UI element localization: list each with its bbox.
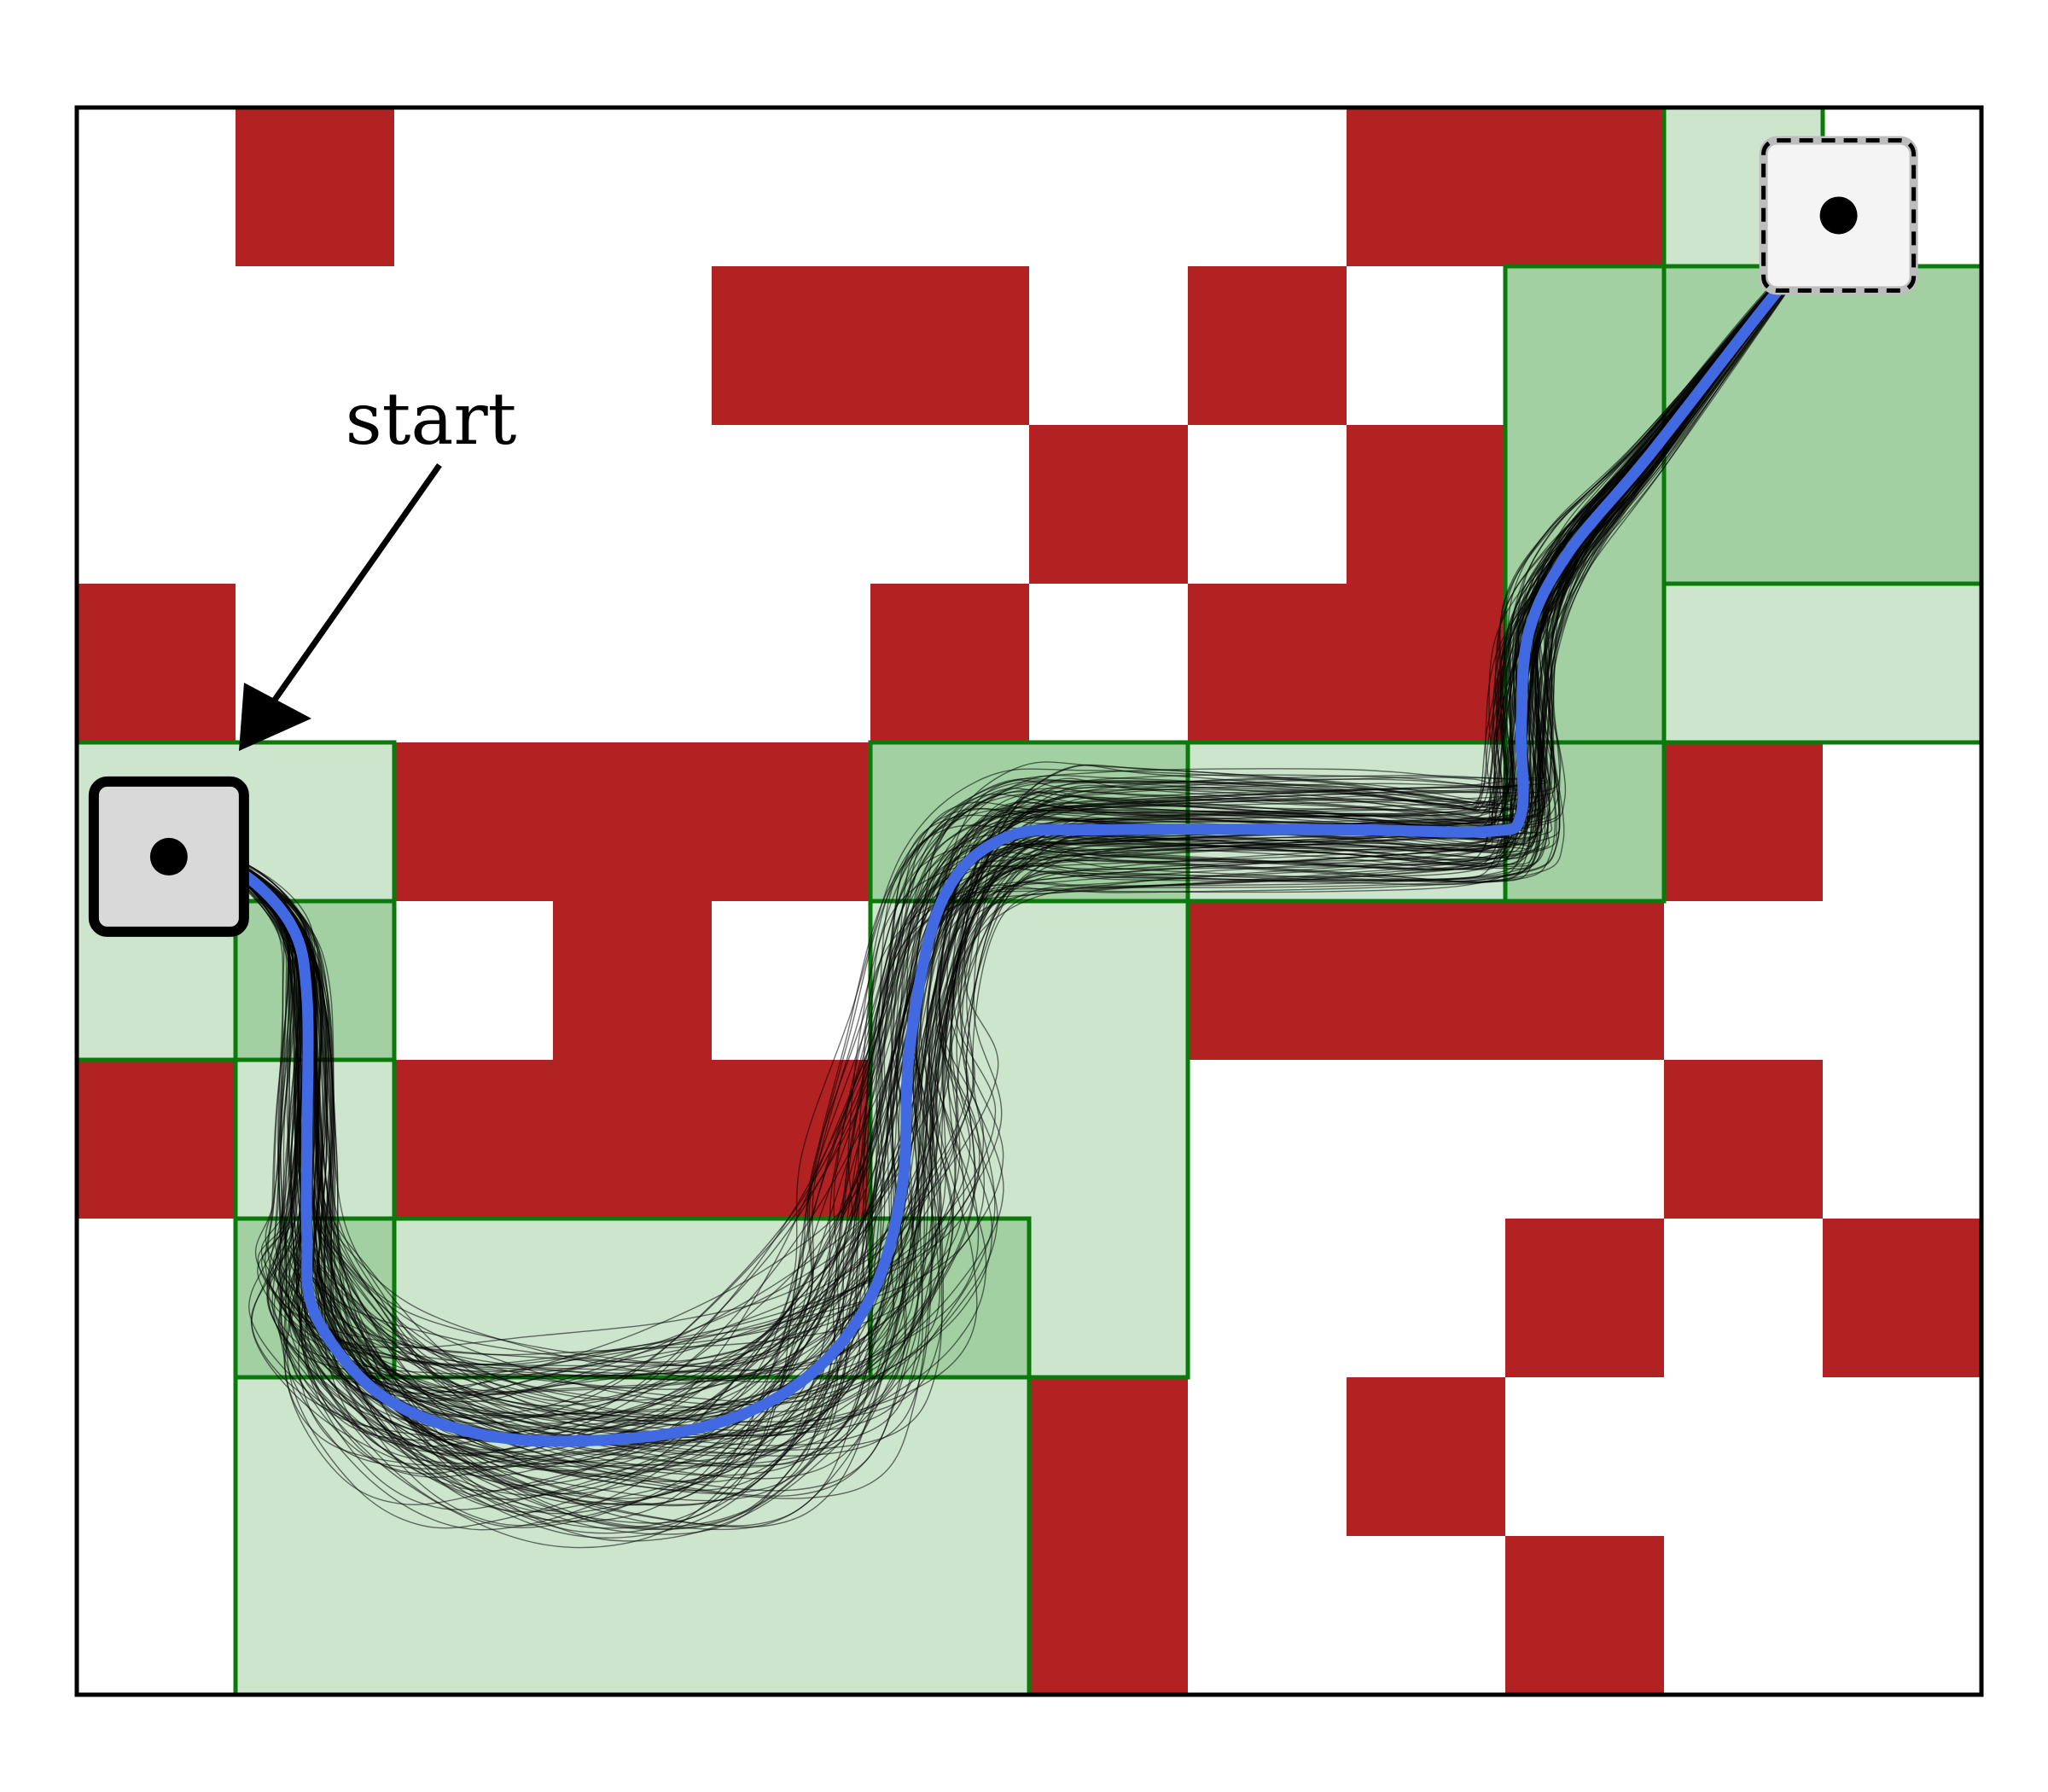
corridor-cell — [1029, 1060, 1188, 1219]
obstacle-cell — [1347, 108, 1505, 266]
obstacle-cell — [1029, 1536, 1188, 1695]
obstacle-cell — [77, 584, 236, 742]
sample-trajectory — [168, 215, 1840, 1441]
start-annotation: start — [239, 377, 517, 751]
start-arrow — [266, 463, 442, 711]
start-label: start — [346, 377, 517, 461]
obstacle-cell — [1188, 584, 1347, 742]
start-goal-markers — [88, 136, 1918, 937]
obstacle-cell — [712, 266, 870, 425]
obstacle-cell — [394, 742, 553, 901]
mean-trajectory-line — [163, 210, 1845, 1447]
obstacle-cell — [1188, 901, 1347, 1060]
obstacle-cell — [553, 901, 712, 1060]
sample-trajectory — [168, 215, 1840, 1421]
mean-trajectory — [163, 210, 1845, 1447]
obstacle-cell — [1347, 584, 1505, 742]
obstacle-cell — [236, 108, 394, 266]
obstacle-cell — [1347, 1377, 1505, 1536]
sample-trajectory — [168, 215, 1840, 1542]
obstacle-cell — [1823, 1219, 1981, 1377]
obstacle-cell — [1347, 425, 1505, 584]
obstacle-cell — [1664, 742, 1823, 901]
obstacle-cell — [1029, 1377, 1188, 1536]
sample-trajectory — [168, 215, 1840, 1440]
sampled-trajectories — [168, 215, 1840, 1549]
obstacle-cell — [870, 266, 1029, 425]
obstacle-cell — [1505, 901, 1664, 1060]
sample-trajectory — [168, 215, 1840, 1394]
corridor-overlap-cell — [1823, 425, 1981, 584]
obstacle-cell — [1188, 266, 1347, 425]
obstacle-cell — [394, 1060, 553, 1219]
corridor-cell — [553, 1536, 712, 1695]
corridor-cell — [236, 1536, 394, 1695]
obstacle-cell — [712, 742, 870, 901]
corridor-cell — [712, 1536, 870, 1695]
corridor-cell — [870, 1536, 1029, 1695]
obstacle-cell — [553, 742, 712, 901]
obstacle-cell — [553, 1060, 712, 1219]
obstacle-cell — [1029, 425, 1188, 584]
corridor-cell — [1029, 1219, 1188, 1377]
obstacle-cell — [1505, 1536, 1664, 1695]
obstacle-cell — [870, 584, 1029, 742]
sample-trajectory — [168, 215, 1840, 1513]
obstacle-cell — [1505, 1219, 1664, 1377]
obstacle-cells — [77, 108, 1981, 1695]
sample-trajectory — [168, 215, 1840, 1439]
sample-trajectory — [168, 215, 1840, 1415]
corridor-overlap-cell — [1664, 425, 1823, 584]
obstacle-cell — [1347, 901, 1505, 1060]
corridor-overlap-cell — [1505, 266, 1664, 425]
corridor-cell — [394, 1536, 553, 1695]
map-frame — [74, 105, 1984, 1697]
sample-trajectory — [168, 215, 1840, 1371]
start-point — [149, 837, 188, 876]
sample-trajectory — [168, 215, 1840, 1413]
corridor-cell — [1029, 901, 1188, 1060]
obstacle-cell — [77, 1060, 236, 1219]
corridor-cell — [1823, 584, 1981, 742]
goal-point — [1819, 196, 1858, 235]
goal-box — [1761, 137, 1917, 293]
start-arrowhead — [239, 683, 311, 751]
obstacle-cell — [1505, 108, 1664, 266]
corridor-cell — [1664, 584, 1823, 742]
sample-trajectory — [168, 215, 1840, 1364]
obstacle-cell — [1664, 1060, 1823, 1219]
